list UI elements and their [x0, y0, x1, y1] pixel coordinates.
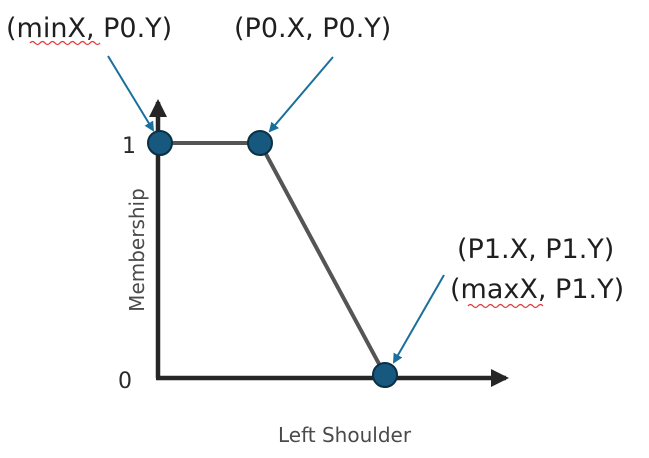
membership-curve	[160, 141, 387, 376]
y-axis-title: Membership	[125, 188, 149, 312]
callout-arrow-p1	[393, 274, 445, 364]
point-p0	[247, 130, 273, 156]
spellcheck-underline-max-x	[467, 303, 544, 309]
max-x-text: maxX	[461, 274, 538, 305]
y-tick-label-zero: 0	[118, 369, 132, 394]
min-x-text: minX	[17, 13, 86, 44]
callout-arrow-min-x	[107, 55, 155, 132]
point-p1	[372, 362, 398, 388]
callout-label-p1-line2: (maxX, P1.Y)	[450, 274, 624, 305]
callout-label-p1-line1: (P1.X, P1.Y)	[457, 234, 614, 265]
point-min-x	[147, 130, 173, 156]
x-axis-title: Left Shoulder	[278, 423, 412, 447]
y-tick-label-one: 1	[122, 134, 136, 159]
spellcheck-underline-min-x	[29, 40, 101, 46]
callout-arrow-p0	[268, 56, 334, 133]
callout-label-p0: (P0.X, P0.Y)	[234, 13, 391, 44]
callout-label-min-x: (minX, P0.Y)	[6, 13, 172, 44]
